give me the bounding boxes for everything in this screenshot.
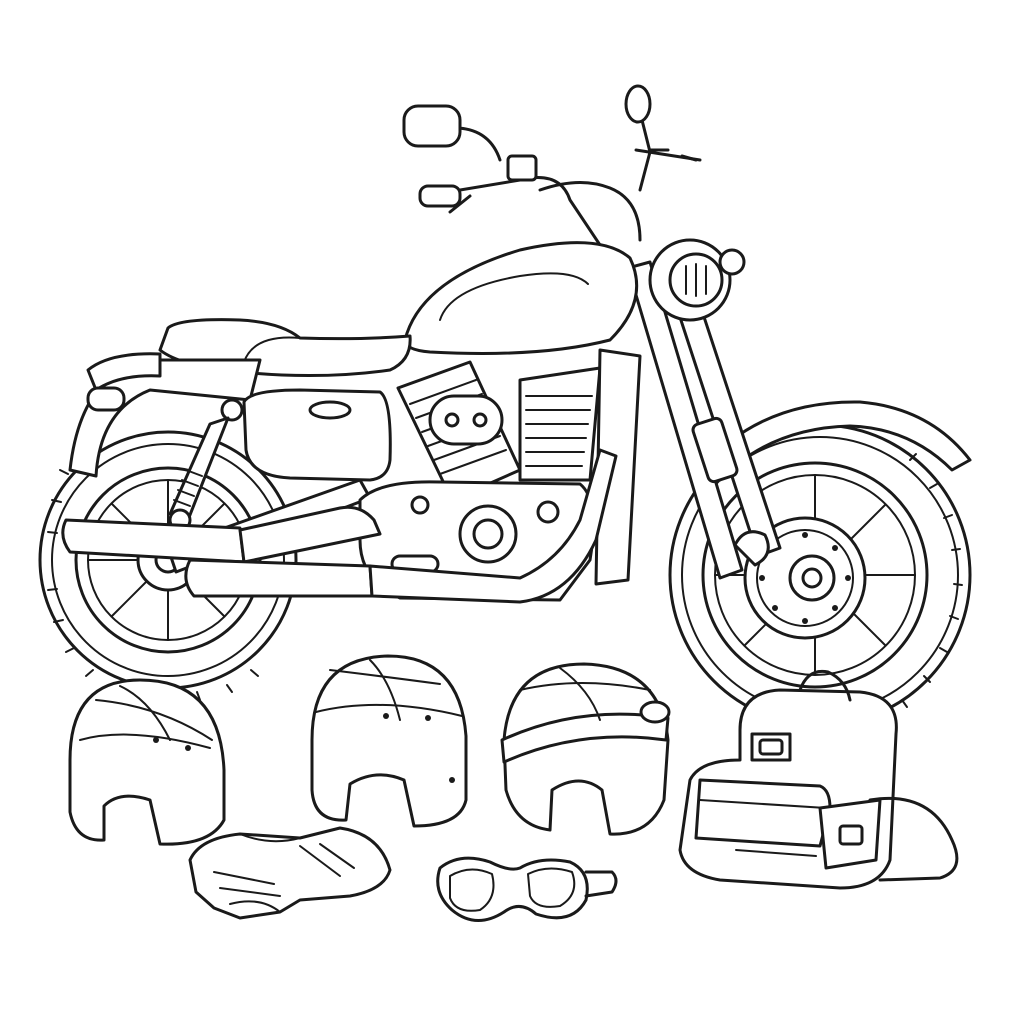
rear-shock — [168, 398, 244, 532]
air-filter — [428, 394, 504, 446]
gloves — [188, 826, 392, 920]
helmet-right — [500, 662, 671, 836]
left-mirror — [402, 104, 462, 148]
helmet-left — [68, 678, 226, 846]
backpack — [678, 669, 959, 890]
right-mirror — [624, 84, 652, 124]
rear-fender — [68, 352, 262, 478]
exhaust — [61, 448, 618, 604]
goggles — [436, 856, 618, 922]
motorcycle — [38, 84, 972, 727]
side-cover — [242, 388, 392, 482]
handlebar — [402, 84, 702, 262]
helmet-middle — [310, 654, 468, 828]
front-fork — [626, 248, 782, 580]
fuel-tank — [403, 241, 639, 355]
